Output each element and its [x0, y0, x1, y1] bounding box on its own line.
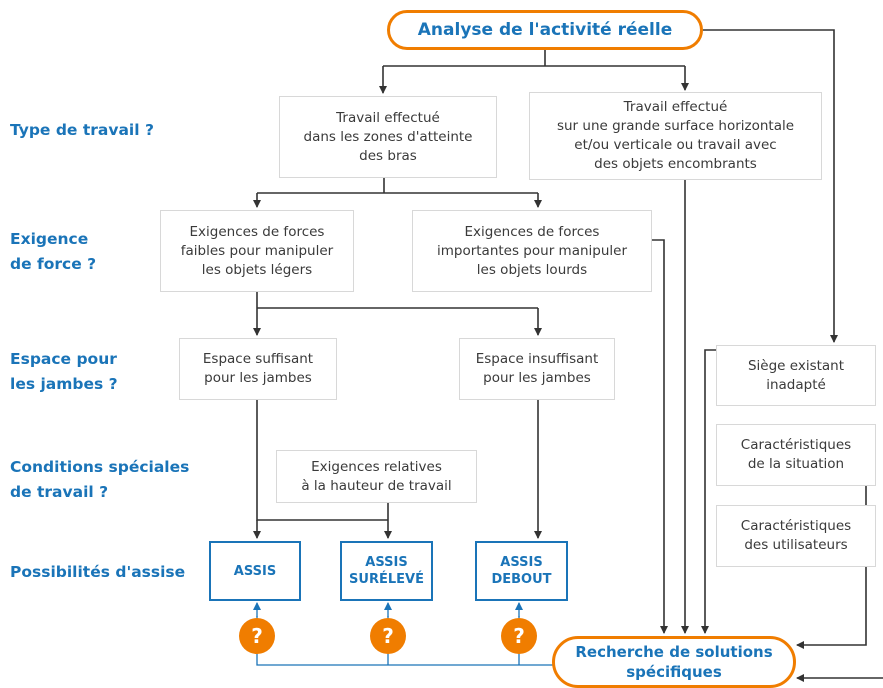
- connector-start-to-siege: [703, 29, 838, 343]
- box-espace-insuffisant: Espace insuffisant pour les jambes: [459, 338, 615, 400]
- label-possibilites-assise: Possibilités d'assise: [10, 563, 186, 581]
- seating-assis-sureleve: ASSIS SURÉLEVÉ: [340, 541, 433, 601]
- box-travail-bras: Travail effectué dans les zones d'attein…: [279, 96, 497, 178]
- question-circle-icon: ?: [239, 618, 275, 654]
- label-type-travail: Type de travail ?: [10, 121, 154, 139]
- connector-start-split: [383, 48, 685, 67]
- connector-faibles-split: [256, 292, 538, 309]
- seating-assis: ASSIS: [209, 541, 301, 601]
- question-circle-icon: ?: [370, 618, 406, 654]
- box-caracteristiques-situation: Caractéristiques de la situation: [716, 424, 876, 486]
- box-caracteristiques-utilisateurs: Caractéristiques des utilisateurs: [716, 505, 876, 567]
- box-espace-suffisant: Espace suffisant pour les jambes: [179, 338, 337, 400]
- end-node: Recherche de solutions spécifiques: [552, 636, 796, 688]
- question-circle-icon: ?: [501, 618, 537, 654]
- label-conditions-speciales: Conditions spéciales de travail ?: [10, 458, 190, 501]
- box-forces-faibles: Exigences de forces faibles pour manipul…: [160, 210, 354, 292]
- box-travail-surface: Travail effectué sur une grande surface …: [529, 92, 822, 180]
- label-espace-jambes: Espace pour les jambes ?: [10, 350, 118, 393]
- connector-bras-split: [257, 178, 538, 194]
- seating-assis-debout: ASSIS DEBOUT: [475, 541, 568, 601]
- box-forces-importantes: Exigences de forces importantes pour man…: [412, 210, 652, 292]
- box-hauteur-travail: Exigences relatives à la hauteur de trav…: [276, 450, 477, 503]
- label-exigence-force: Exigence de force ?: [10, 230, 97, 273]
- start-node: Analyse de l'activité réelle: [387, 10, 703, 50]
- box-siege-inadapte: Siège existant inadapté: [716, 345, 876, 406]
- connector-siege-to-end: [701, 349, 716, 634]
- connector-importantes-to-end: [650, 239, 668, 634]
